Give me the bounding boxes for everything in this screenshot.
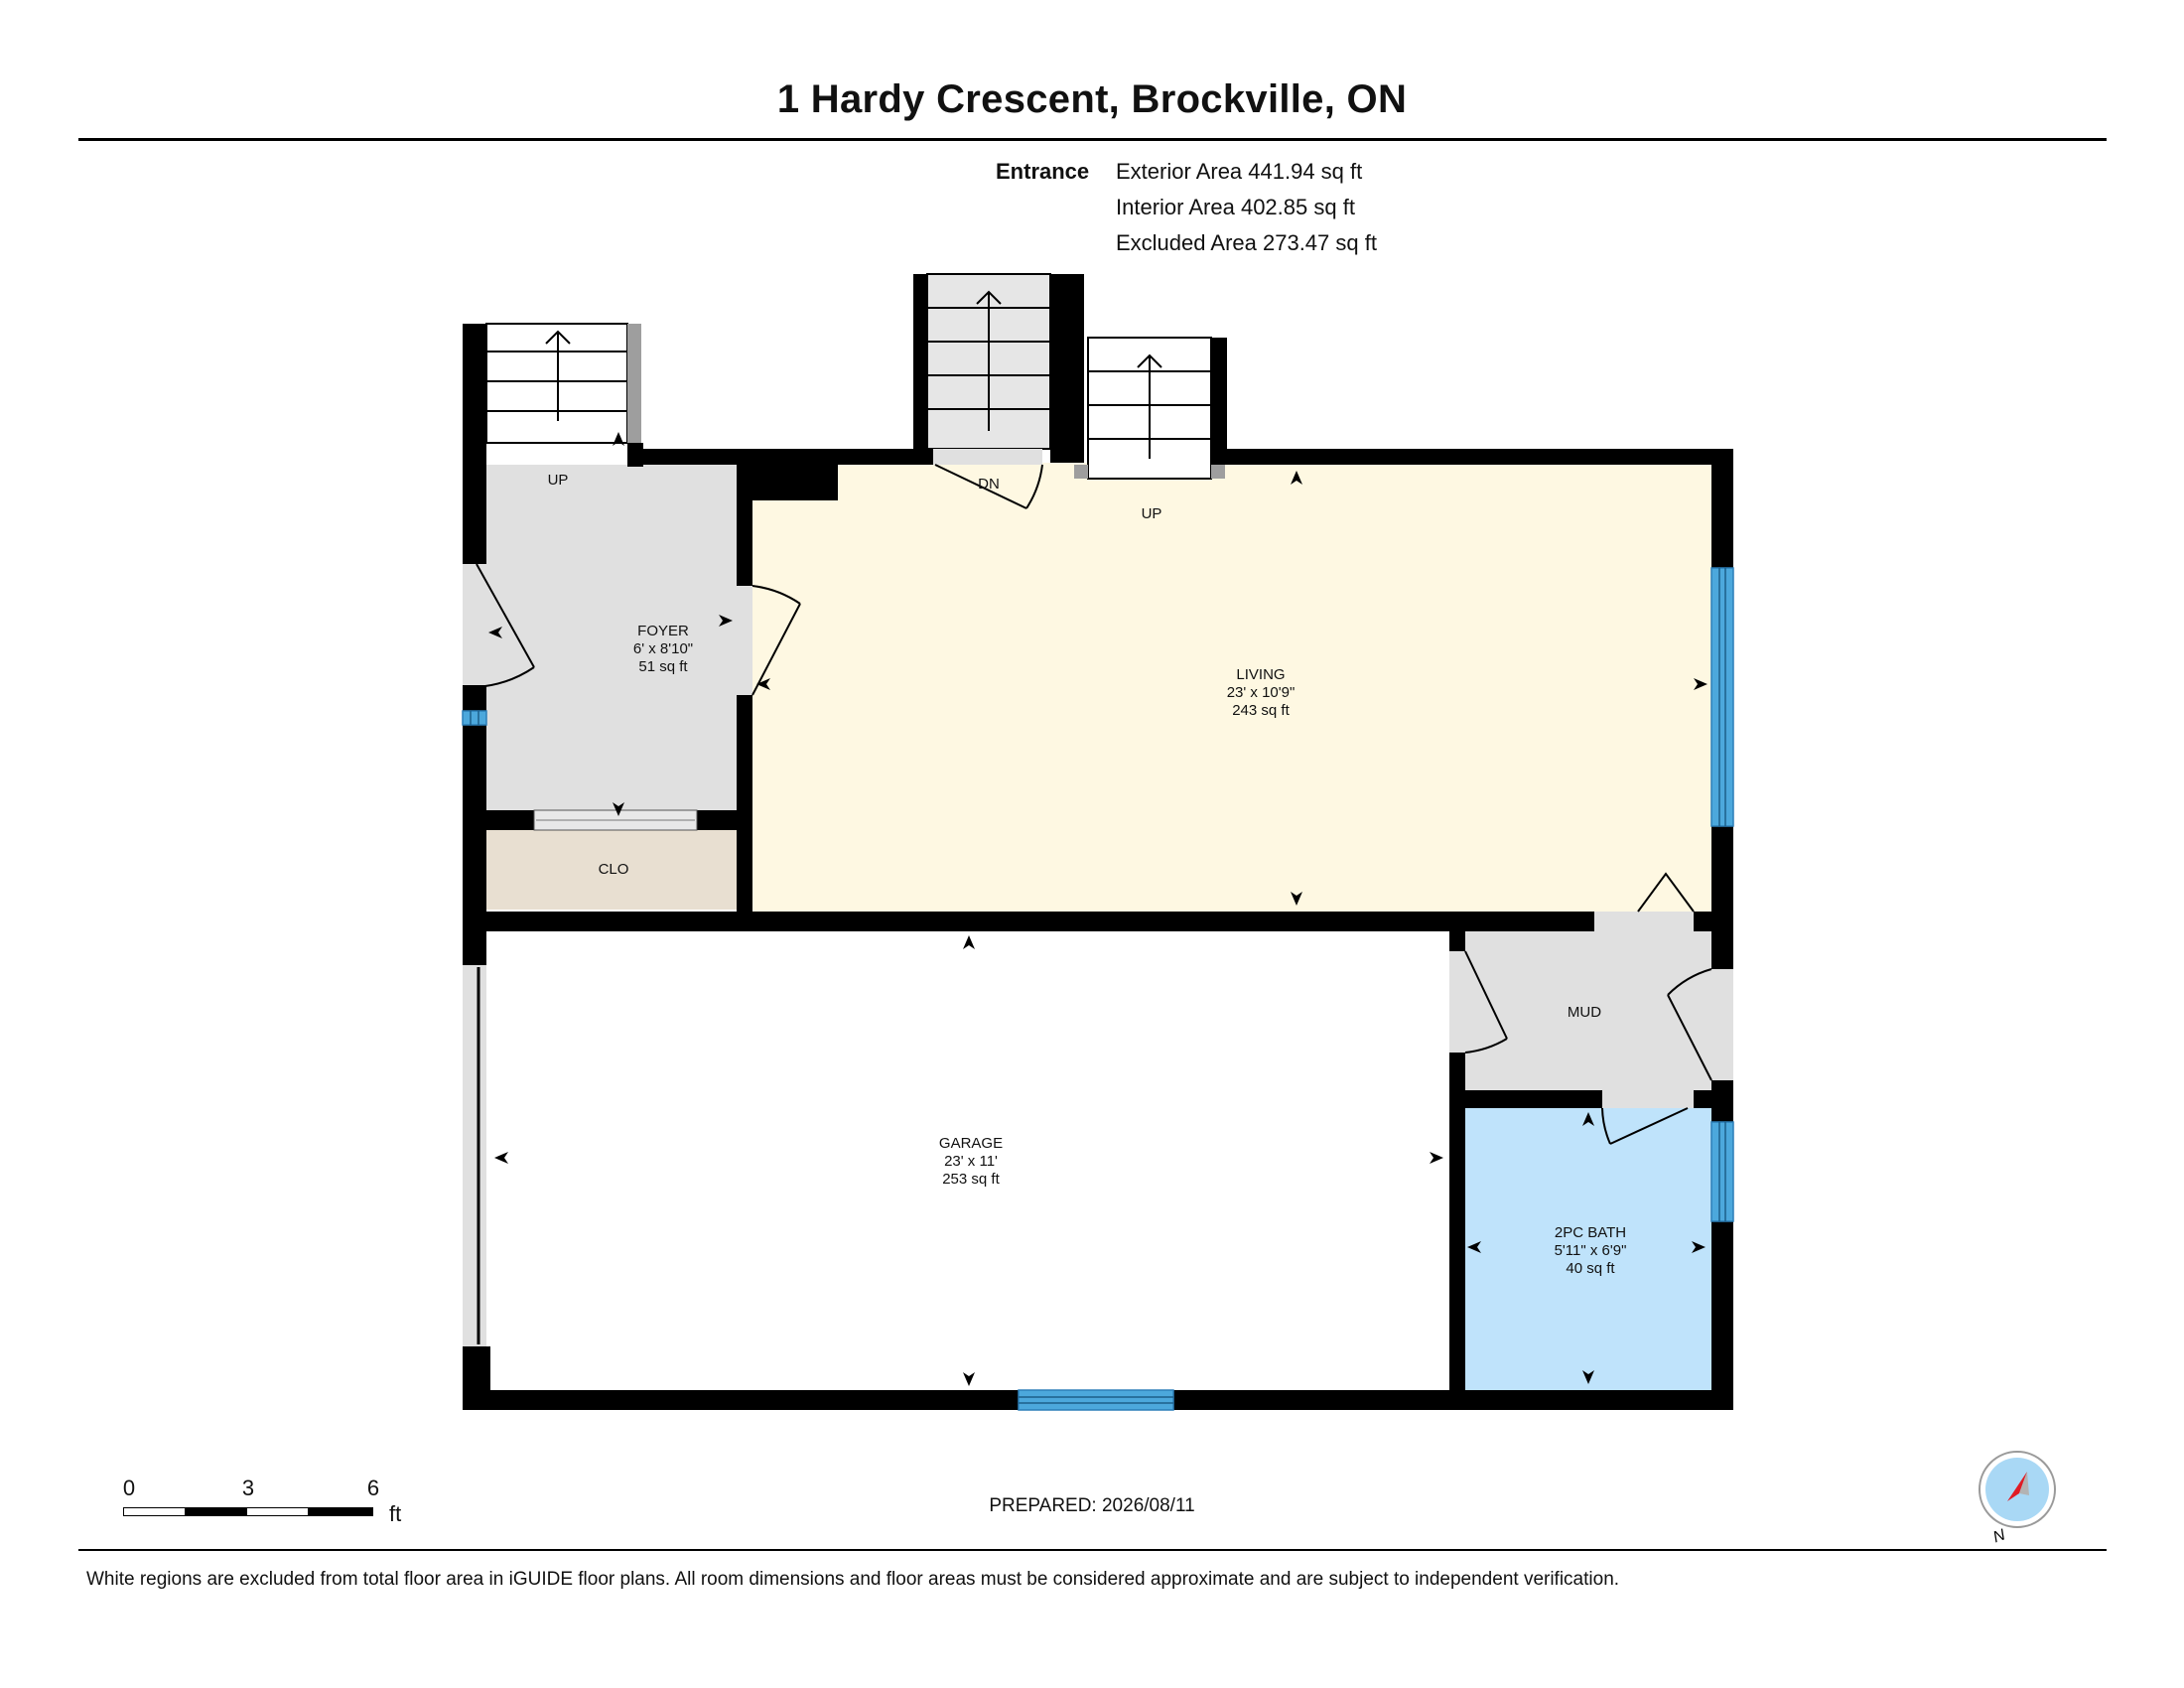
prepared-date: PREPARED: 2026/08/11 <box>989 1495 1195 1516</box>
bath-name: 2PC BATH <box>1555 1224 1626 1241</box>
compass-north-label: N <box>1991 1526 2008 1546</box>
stair-living-down[interactable] <box>926 273 1051 450</box>
mud-room[interactable] <box>1463 931 1711 1090</box>
floor-label: Entrance <box>996 159 1090 184</box>
area-values: Exterior Area 441.94 sq ft Interior Area… <box>1116 154 1377 261</box>
bath-dims: 5'11" x 6'9" <box>1555 1242 1627 1259</box>
bath-area: 40 sq ft <box>1566 1260 1615 1277</box>
mud-name: MUD <box>1568 1004 1601 1021</box>
page-title: 1 Hardy Crescent, Brockville, ON <box>776 77 1408 121</box>
stair-living-up-label: UP <box>1142 505 1162 522</box>
doors <box>476 464 1712 1145</box>
window-mullions <box>470 568 1726 1404</box>
living-area: 243 sq ft <box>1232 702 1290 719</box>
closet-name: CLO <box>599 861 629 878</box>
stair-foyer-up-label: UP <box>548 472 569 489</box>
scale-bar: 0 3 6 ft <box>121 1476 419 1545</box>
garage-name: GARAGE <box>939 1135 1003 1152</box>
foyer-room[interactable] <box>484 465 739 810</box>
garage-room[interactable] <box>490 929 1449 1390</box>
scale-tick-3: 3 <box>241 1476 255 1500</box>
living-name: LIVING <box>1236 666 1285 683</box>
foyer-area: 51 sq ft <box>638 658 688 675</box>
title-divider <box>78 138 2107 141</box>
foyer-dims: 6' x 8'10" <box>633 640 693 657</box>
windows <box>462 567 1734 1411</box>
scale-tick-6: 6 <box>366 1476 380 1500</box>
thresholds <box>463 449 1733 1346</box>
garage-dims: 23' x 11' <box>944 1153 998 1170</box>
bath-room[interactable] <box>1465 1108 1711 1390</box>
living-dims: 23' x 10'9" <box>1227 684 1296 701</box>
walls <box>463 274 1733 1410</box>
excluded-area: Excluded Area 273.47 sq ft <box>1116 230 1377 255</box>
scale-segment-4 <box>308 1507 373 1516</box>
foyer-name: FOYER <box>637 623 689 639</box>
disclaimer: White regions are excluded from total fl… <box>86 1569 1620 1590</box>
closet-room[interactable] <box>486 830 737 910</box>
scale-unit: ft <box>389 1501 402 1526</box>
living-room[interactable] <box>752 463 1711 912</box>
scale-tick-0: 0 <box>122 1476 136 1500</box>
exterior-area: Exterior Area 441.94 sq ft <box>1116 159 1363 184</box>
interior-area: Interior Area 402.85 sq ft <box>1116 195 1355 219</box>
compass-icon: N <box>1979 1451 2056 1546</box>
footer-divider <box>78 1549 2107 1551</box>
dimension-markers <box>488 432 1707 1386</box>
stair-living-dn-label: DN <box>978 476 1000 492</box>
compass: N <box>1978 1450 2057 1549</box>
stair-living-up[interactable] <box>1074 337 1225 480</box>
garage-area: 253 sq ft <box>942 1171 1000 1188</box>
stair-foyer-up[interactable] <box>485 323 641 444</box>
